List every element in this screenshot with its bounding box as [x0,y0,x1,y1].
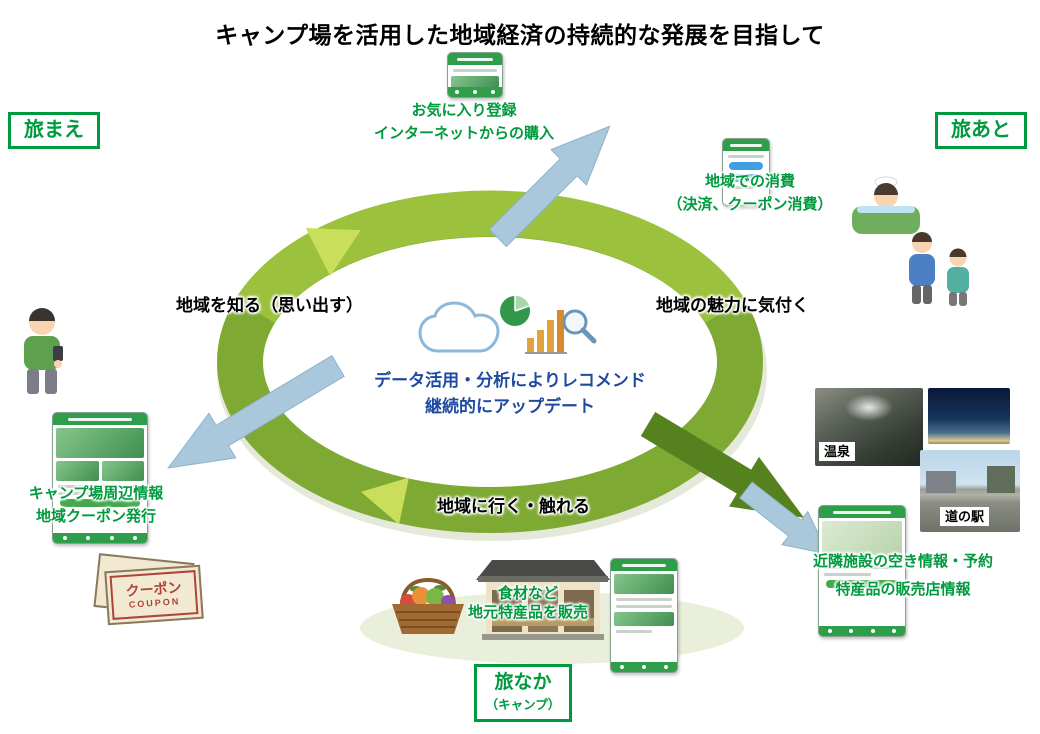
center-text-line1: データ活用・分析によりレコメンド [374,371,646,390]
cloud-icon [418,301,500,353]
app-nav-bar [611,662,677,672]
cycle-label-visit: 地域に行く・触れる [437,497,590,516]
pie-chart-icon [500,296,530,326]
callout-favorites-line2: インターネットからの購入 [373,125,554,142]
app-text-line [728,155,764,158]
callout-consumption-line1: 地域での消費 [704,173,795,190]
stage-box-during-trip: 旅なか （キャンプ） [474,664,572,722]
onsen-photo: 温泉 [815,388,923,466]
app-green-button [826,580,898,588]
app-text-line [824,559,900,562]
app-map-block [822,521,902,555]
callout-coupon-info: キャンプ場周辺情報 地域クーポン発行 [2,482,190,528]
onsen-bather-illustration [852,176,920,234]
app-text-line [58,485,142,488]
app-text-line [453,69,497,72]
app-nav-bar [819,626,905,636]
blue-arrow-to-coupon-icon [167,355,345,469]
coupon-label-en: COUPON [128,596,181,610]
bar-chart-icon [525,310,567,354]
callout-local-goods: 食材など 地元特産品を販売 [448,584,608,622]
page-title: キャンプ場を活用した地域経済の持続的な発展を目指して [215,22,825,48]
app-screenshot-favorites [447,52,503,98]
callout-facilities-line1: 近隣施設の空き情報・予約 [812,553,993,570]
blue-arrow-to-shop-icon [739,481,829,555]
app-screenshot-payment [722,138,770,206]
callout-consumption-line2: （決済、クーポン消費） [667,196,833,213]
camper-illustration [24,308,63,394]
cycle-label-notice: 地域の魅力に気付く [656,296,809,315]
app-photo-block [101,461,144,481]
app-nav-bar [448,87,502,97]
center-text-line2: 継続的にアップデート [425,397,595,416]
stage-box-before-trip: 旅まえ [8,112,100,149]
onsen-photo-label: 温泉 [819,442,856,461]
callout-coupon-info-line2: 地域クーポン発行 [35,508,156,525]
callout-facilities: 近隣施設の空き情報・予約 特産品の販売店情報 [778,550,1028,601]
building-shape [987,466,1015,493]
app-screenshot-facilities [818,505,906,637]
cycle-label-know: 地域を知る（思い出す） [176,296,363,315]
family-illustration [909,232,969,306]
callout-coupon-info-line1: キャンプ場周辺情報 [28,485,164,502]
app-screenshot-campsite-info [52,412,148,544]
stage-box-after-trip: 旅あと [935,112,1027,149]
app-photo-block [451,76,499,88]
callout-facilities-line2: 特産品の販売店情報 [835,581,971,598]
cycle-chevron-top-icon [305,227,361,277]
app-photo-grid [56,461,144,481]
app-screenshot-shop [610,558,678,673]
app-text-line [728,186,754,189]
app-photo-block [56,461,99,481]
callout-consumption: 地域での消費 （決済、クーポン消費） [650,170,850,216]
app-header-bar [723,139,769,151]
app-header-bar [53,413,147,425]
app-text-line [824,566,900,569]
cycle-center-text: データ活用・分析によりレコメンド 継続的にアップデート [340,368,680,420]
callout-favorites: お気に入り登録 インターネットからの購入 [348,99,580,145]
app-photo-block [614,574,674,594]
app-blue-button [729,174,763,182]
app-blue-button [729,162,763,170]
app-header-bar [448,53,502,65]
michinoeki-photo-label: 道の駅 [940,507,990,526]
stage-during-sublabel: （キャンプ） [485,698,561,712]
callout-local-goods-line2: 地元特産品を販売 [467,604,588,621]
callout-local-goods-line1: 食材など [497,585,558,602]
app-header-bar [819,506,905,518]
app-text-line [616,598,672,601]
steam-effect [845,394,893,421]
callout-favorites-line1: お気に入り登録 [411,102,517,119]
building-shape [926,471,956,493]
app-text-line [616,605,672,608]
cycle-ring-top-arc [235,190,745,324]
app-green-button [60,499,140,507]
night-sky-photo [928,388,1010,444]
coupon-illustration: クーポン COUPON [93,553,214,632]
cycle-chevron-bottom-icon [360,477,409,525]
app-nav-bar [53,533,147,543]
app-text-line [616,630,653,633]
storefront-illustration [476,560,610,640]
vegetable-basket-illustration [392,578,464,634]
coupon-card-front: クーポン COUPON [104,564,204,626]
blue-arrow-to-favorites-icon [488,125,611,248]
app-photo-block [614,612,674,626]
app-photo-block [56,428,144,458]
app-header-bar [611,559,677,571]
magnifier-icon [562,309,597,344]
michinoeki-photo: 道の駅 [920,450,1020,532]
app-text-line [824,573,872,576]
app-text-line [58,492,110,495]
stage-during-label: 旅なか [494,672,552,693]
